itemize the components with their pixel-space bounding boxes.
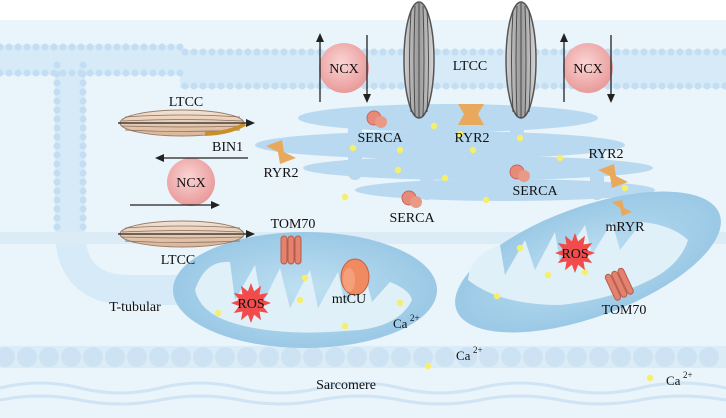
svg-text:Ca: Ca [456, 348, 471, 363]
label-ros-left: ROS [237, 297, 264, 312]
serca-3 [401, 190, 422, 208]
svg-text:2+: 2+ [410, 313, 420, 323]
label-ca-mid: Ca 2+ [456, 345, 483, 363]
sarcomere-waves [0, 381, 726, 406]
svg-text:Ca: Ca [393, 316, 408, 331]
ros-burst-right [555, 233, 595, 273]
bin1-scaffold [204, 122, 247, 136]
ros-burst-left [231, 283, 271, 323]
label-ncx-left: NCX [176, 176, 206, 191]
label-sarcomere: Sarcomere [316, 378, 376, 393]
sarcomere-dots [0, 347, 719, 367]
calcium-ions [214, 122, 654, 382]
label-tom70-right: TOM70 [602, 303, 647, 318]
svg-text:Ca: Ca [666, 373, 681, 388]
ryr2-center [458, 104, 484, 125]
label-ca-mito: Ca 2+ [393, 313, 420, 331]
ltcc-left-bottom [118, 220, 255, 248]
label-ryr2-left: RYR2 [263, 166, 298, 181]
ltcc-left-top [118, 109, 255, 137]
label-ncx-top-right: NCX [573, 62, 603, 77]
label-bin1: BIN1 [212, 140, 243, 155]
label-ltcc-left-top: LTCC [169, 95, 204, 110]
label-serca-2: SERCA [512, 184, 558, 199]
serca-2 [509, 164, 530, 182]
label-ryr2-center: RYR2 [454, 131, 489, 146]
ncx-top-right [560, 33, 615, 103]
label-ros-right: ROS [561, 247, 588, 262]
tom70-right [604, 267, 634, 301]
label-t-tubular: T-tubular [109, 300, 161, 315]
label-tom70-left: TOM70 [271, 217, 316, 232]
label-serca-3: SERCA [389, 211, 435, 226]
ncx-top-left [316, 33, 371, 103]
svg-text:2+: 2+ [683, 370, 693, 380]
tom70-left [280, 235, 302, 265]
ltcc-top-right [505, 1, 537, 119]
label-ncx-top-left: NCX [329, 62, 359, 77]
mtcu-channel [340, 258, 370, 296]
label-ltcc-left-bottom: LTCC [161, 253, 196, 268]
ryr2-left [266, 140, 296, 164]
label-ca-right: Ca 2+ [666, 370, 693, 388]
mryr-channel [612, 200, 632, 216]
label-mtcu: mtCU [332, 292, 366, 307]
label-serca-1: SERCA [357, 131, 403, 146]
label-ltcc-top: LTCC [453, 59, 488, 74]
serca-1 [366, 110, 387, 128]
label-mryr: mRYR [606, 220, 646, 235]
svg-text:2+: 2+ [473, 345, 483, 355]
label-ryr2-right: RYR2 [588, 147, 623, 162]
ryr2-right [598, 164, 628, 188]
ltcc-top-left [403, 1, 435, 119]
ncx-left [130, 154, 248, 209]
